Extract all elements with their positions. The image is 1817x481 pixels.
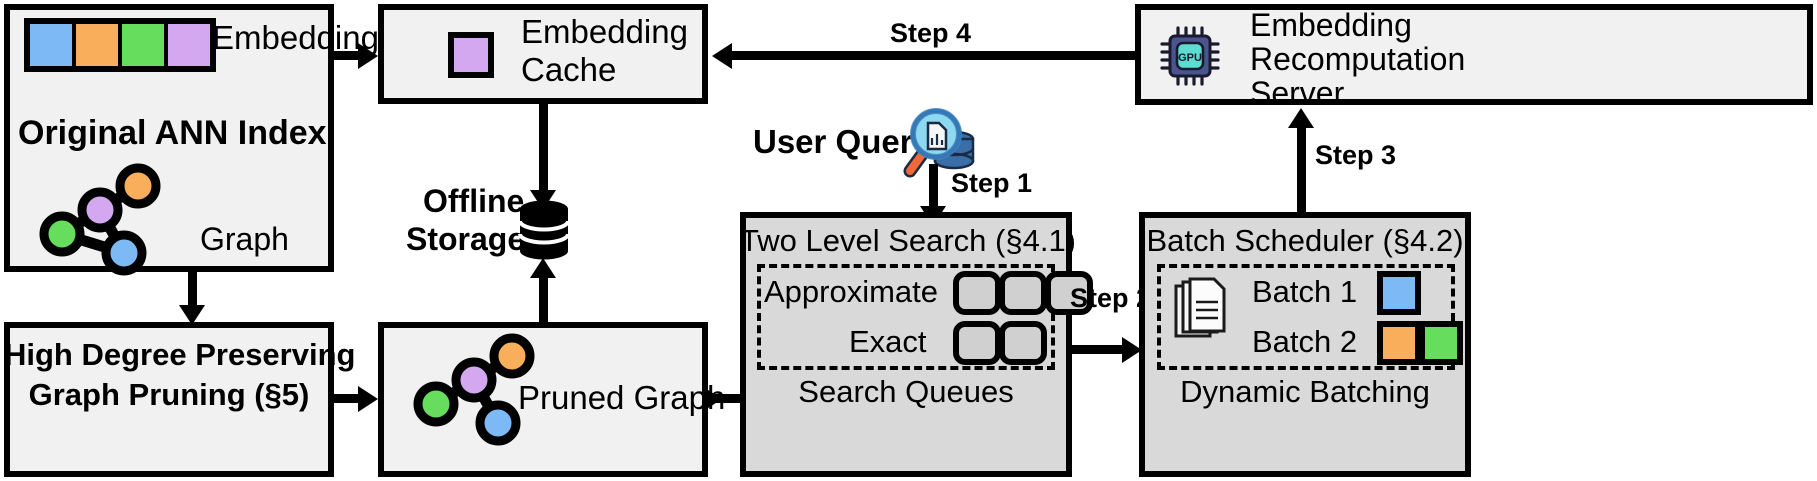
- embedding-swatch-0: [30, 24, 76, 66]
- documents-stack-icon: [1174, 277, 1226, 338]
- step4-label: Step 4: [890, 18, 972, 48]
- batch-1-label: Batch 1: [1252, 274, 1358, 309]
- arrow-step2-line: [1072, 345, 1134, 354]
- step3-label: Step 3: [1315, 140, 1397, 170]
- search-queues-footer: Search Queues: [798, 374, 1014, 409]
- batch-scheduler-panel: [1139, 212, 1471, 477]
- dynamic-batching-footer: Dynamic Batching: [1180, 374, 1430, 409]
- arrow-step4-line: [730, 51, 1135, 60]
- batch-2-item-0: [1377, 321, 1421, 365]
- pruned-graph-illustration: [413, 333, 535, 446]
- embedding-cache-line1: Embedding: [521, 13, 688, 50]
- arrow-index-to-cache-head: [358, 43, 378, 69]
- recomputation-server-panel: [1135, 4, 1813, 105]
- arrow-prunedgraph-to-search-head: [702, 386, 722, 412]
- exact-slot-1[interactable]: [999, 321, 1047, 365]
- embedding-cache-line2: Cache: [521, 51, 617, 88]
- graph-pruning-panel: [4, 322, 334, 477]
- search-query-icon: [903, 108, 975, 178]
- approximate-row-label: Approximate: [764, 274, 939, 309]
- arrow-index-to-cache-line: [334, 51, 366, 60]
- graph-label: Graph: [200, 221, 289, 257]
- two-level-search-title: Two Level Search (§4.1): [740, 223, 1077, 258]
- batch-1-item-0: [1377, 271, 1421, 315]
- arrow-step2-head: [1122, 337, 1142, 363]
- pruned-graph-label: Pruned Graph: [518, 379, 726, 416]
- embedding-cache-panel: [378, 4, 708, 104]
- graph-pruning-line2: Graph Pruning (§5): [28, 377, 310, 412]
- embedding-swatch-strip: [24, 18, 216, 72]
- recomputation-server-line3: Server: [1250, 75, 1345, 111]
- step1-label: Step 1: [951, 168, 1033, 198]
- batch-scheduler-title: Batch Scheduler (§4.2): [1146, 223, 1464, 258]
- embedding-cache-swatch: [448, 32, 494, 78]
- recomputation-server-line2: Recomputation: [1250, 41, 1466, 77]
- embedding-swatch-1: [76, 24, 122, 66]
- dynamic-batching-dashed-region: [1157, 264, 1455, 370]
- original-ann-index-title: Original ANN Index: [18, 114, 327, 152]
- arrow-step3-line: [1297, 122, 1306, 212]
- embedding-swatch-3: [168, 24, 210, 66]
- approximate-slot-0[interactable]: [953, 271, 1001, 315]
- gpu-chip-icon: GPU: [1160, 26, 1220, 86]
- arrow-pruned-to-storage-line: [539, 272, 548, 322]
- approximate-slot-1[interactable]: [999, 271, 1047, 315]
- batch-2-item-1: [1419, 321, 1463, 365]
- arrow-pruning-to-prunedgraph-head: [358, 386, 378, 412]
- embedding-label: Embedding: [212, 19, 379, 56]
- arrow-prunedgraph-to-search-line: [708, 394, 740, 403]
- batch-2-label: Batch 2: [1252, 324, 1358, 359]
- arrow-step1-line: [929, 164, 938, 212]
- arrow-pruned-to-storage-head: [530, 258, 556, 278]
- approximate-slot-2[interactable]: [1045, 271, 1093, 315]
- arrow-step4-head: [712, 43, 732, 69]
- graph-pruning-line1: High Degree Preserving: [4, 337, 356, 372]
- arrow-step3-head: [1288, 108, 1314, 128]
- exact-row-label: Exact: [849, 324, 927, 359]
- exact-slot-0[interactable]: [953, 321, 1001, 365]
- arrow-cache-to-storage-line: [539, 104, 548, 194]
- arrow-pruning-to-prunedgraph-line: [334, 394, 366, 403]
- original-graph-illustration: [39, 163, 161, 276]
- offline-storage-line2: Storage: [406, 221, 526, 257]
- svg-text:GPU: GPU: [1178, 52, 1202, 64]
- embedding-swatch-2: [122, 24, 168, 66]
- arrow-index-to-pruning-head: [179, 305, 205, 325]
- arrow-index-to-pruning-line: [188, 272, 197, 308]
- recomputation-server-line1: Embedding: [1250, 7, 1412, 43]
- database-cylinder-icon: [518, 200, 570, 260]
- search-queues-dashed-region: [757, 264, 1055, 370]
- offline-storage-line1: Offline: [423, 183, 525, 219]
